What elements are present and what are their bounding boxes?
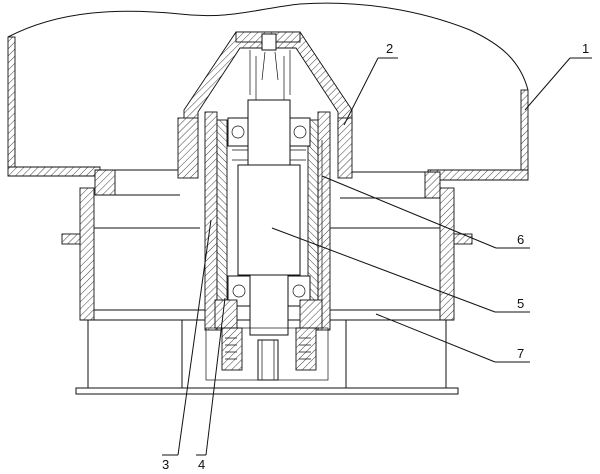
label-part-2: 2 bbox=[386, 41, 393, 56]
upper-tray bbox=[7, 2, 529, 199]
bearings bbox=[227, 117, 311, 307]
part-labels: 1 2 6 5 7 3 4 bbox=[162, 41, 589, 472]
label-part-7: 7 bbox=[517, 346, 524, 361]
label-part-6: 6 bbox=[517, 232, 524, 247]
dome-cover bbox=[177, 31, 353, 179]
label-part-3: 3 bbox=[162, 457, 169, 472]
label-part-4: 4 bbox=[198, 457, 205, 472]
label-part-5: 5 bbox=[517, 296, 524, 311]
label-part-1: 1 bbox=[582, 41, 589, 56]
lower-seal bbox=[205, 299, 329, 381]
leader-lines bbox=[162, 57, 592, 456]
